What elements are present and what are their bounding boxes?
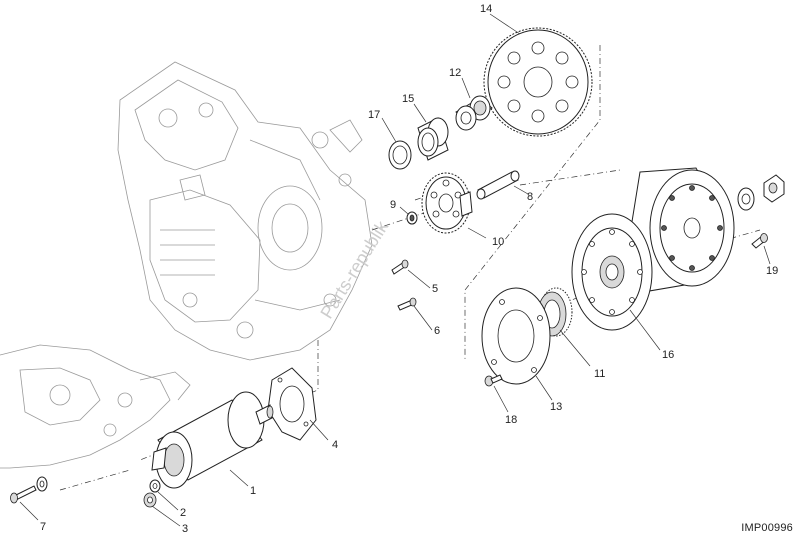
- callout-7: 7: [40, 521, 46, 533]
- callout-1: 1: [250, 485, 256, 497]
- part-10-intermediate-gear: [421, 172, 473, 234]
- part-4-starter-gasket: [267, 367, 317, 441]
- part-7-bolt: [10, 476, 48, 504]
- callout-5: 5: [432, 283, 438, 295]
- crankcase-housing: [117, 61, 373, 361]
- part-16-flywheel: [571, 167, 735, 331]
- part-14-starter-gear: [483, 27, 593, 137]
- part-9-small-washer: [406, 211, 418, 225]
- callout-9: 9: [390, 199, 396, 211]
- part-2-washer: [149, 479, 161, 493]
- part-5-screw: [391, 259, 409, 275]
- callout-11: 11: [594, 368, 605, 380]
- callout-2: 2: [180, 507, 186, 519]
- crankcase-lower-section: [0, 344, 191, 469]
- part-18-screw: [484, 374, 503, 387]
- leader-lines: [19, 13, 771, 527]
- part-12-bushing: [455, 95, 493, 131]
- part-6-screw: [397, 297, 417, 311]
- callout-labels: 14 12 15 17 8 9 10 5 6 11 16 13 18 19 4 …: [40, 3, 778, 535]
- callout-16: 16: [662, 349, 674, 361]
- part-8-shaft: [476, 170, 520, 200]
- diagram-reference-code: IMP00996: [741, 522, 793, 534]
- flywheel-washer-nut: [737, 174, 785, 211]
- callout-12: 12: [449, 67, 461, 79]
- part-1-starter-motor: [151, 391, 274, 489]
- part-15-bearing: [417, 117, 449, 161]
- part-3-nut: [143, 492, 157, 508]
- callout-14: 14: [480, 3, 492, 15]
- callout-13: 13: [550, 401, 562, 413]
- watermark-text: Parts-republik: [316, 217, 392, 323]
- callout-8: 8: [527, 191, 533, 203]
- callout-10: 10: [492, 236, 504, 248]
- callout-18: 18: [505, 414, 517, 426]
- part-19-screw: [751, 233, 768, 249]
- part-17-washer: [388, 140, 412, 170]
- part-13-gasket-plate: [481, 287, 551, 385]
- callout-19: 19: [766, 265, 778, 277]
- callout-6: 6: [434, 325, 440, 337]
- callout-15: 15: [402, 93, 414, 105]
- callout-3: 3: [182, 523, 188, 535]
- callout-4: 4: [332, 439, 338, 451]
- callout-17: 17: [368, 109, 380, 121]
